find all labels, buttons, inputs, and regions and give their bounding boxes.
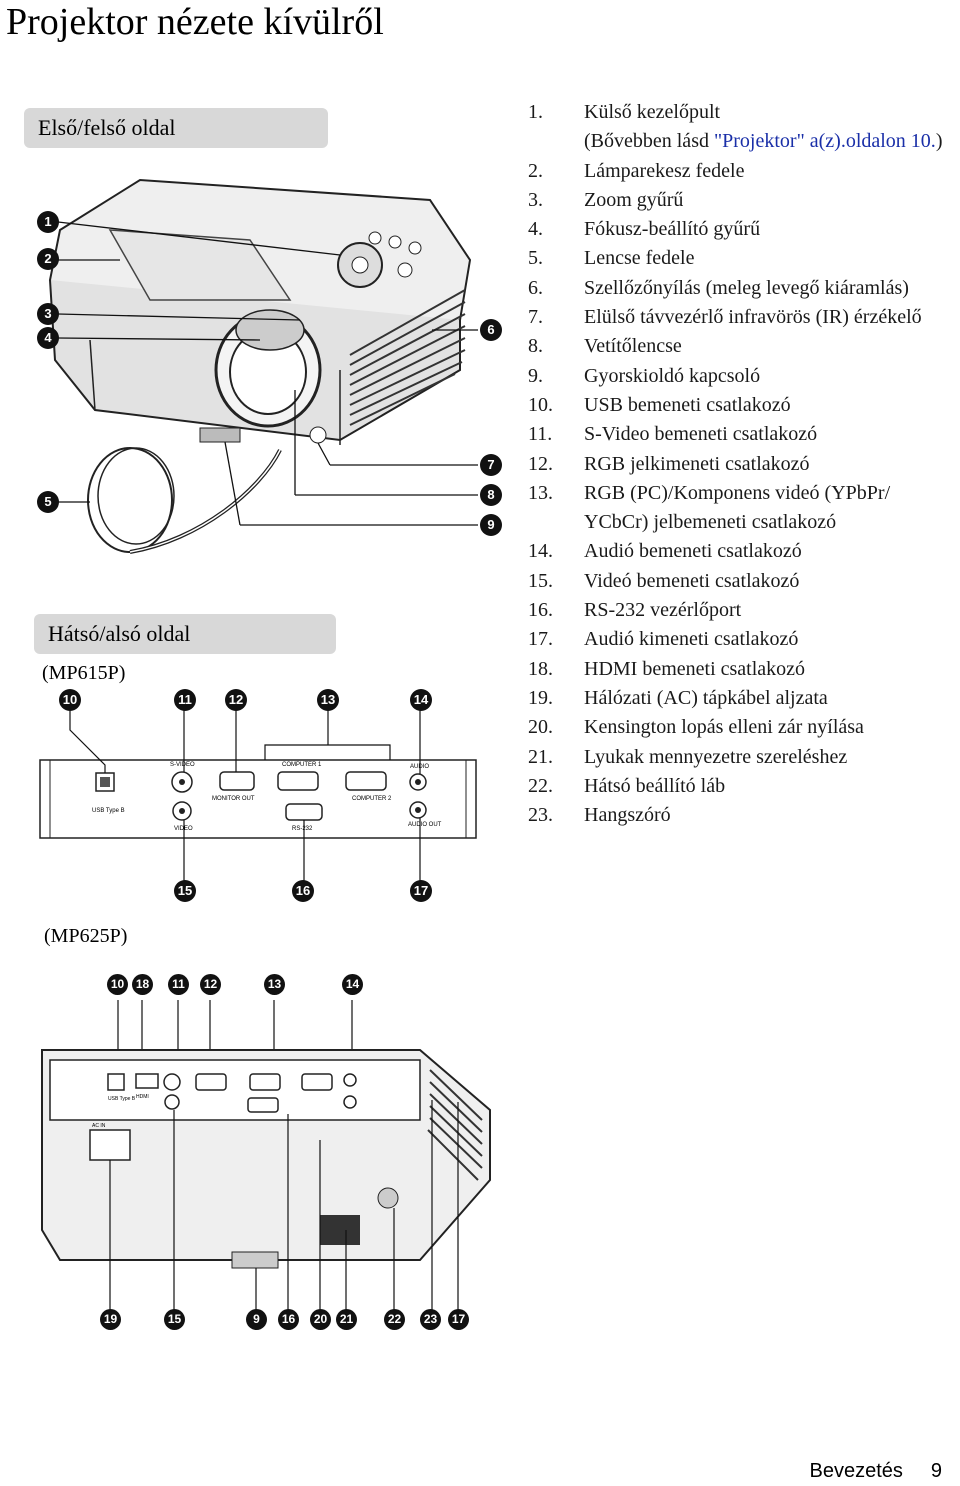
list-item: 2.Lámparekesz fedele <box>528 159 745 182</box>
model-mp625p: (MP625P) <box>44 925 128 947</box>
list-item: 10.USB bemeneti csatlakozó <box>528 393 791 416</box>
callout-2: 2 <box>37 248 59 270</box>
callout-17: 17 <box>410 880 432 902</box>
callout-5: 5 <box>37 491 59 513</box>
list-item: 18.HDMI bemeneti csatlakozó <box>528 657 806 680</box>
mp625p-rear-illustration: HDMI USB Type B AC IN <box>41 1000 491 1310</box>
callout-14: 14 <box>410 689 432 711</box>
list-item: 19.Hálózati (AC) tápkábel aljzata <box>528 686 828 709</box>
list-item: 13.RGB (PC)/Komponens videó (YPbPr/ YCbC… <box>528 481 891 534</box>
parts-list: 1.Külső kezelőpult (Bővebben lásd "Proje… <box>528 98 948 830</box>
hdmi-label: HDMI <box>136 1094 149 1100</box>
callout-10b: 10 <box>107 974 128 995</box>
model-mp615p: (MP615P) <box>42 662 126 684</box>
list-item: (Bővebben lásd "Projektor" a(z).oldalon … <box>584 130 943 153</box>
list-item: 11.S-Video bemeneti csatlakozó <box>528 423 818 446</box>
callout-16: 16 <box>292 880 314 902</box>
list-item: 8.Vetítőlencse <box>528 335 682 358</box>
callout-6: 6 <box>480 319 502 341</box>
callout-18: 18 <box>132 974 153 995</box>
callout-15: 15 <box>174 880 196 902</box>
callout-3: 3 <box>37 303 59 325</box>
front-projector-illustration <box>48 178 478 554</box>
front-section-heading: Első/felső oldal <box>24 108 328 148</box>
back-section-heading: Hátsó/alsó oldal <box>34 614 336 654</box>
list-item: 5.Lencse fedele <box>528 247 695 270</box>
monitor-out-label: MONITOR OUT <box>212 796 255 802</box>
list-item: 14.Audió bemeneti csatlakozó <box>528 540 802 563</box>
computer2-label: COMPUTER 2 <box>352 796 392 802</box>
callout-23: 23 <box>420 1309 441 1330</box>
callout-11b: 11 <box>168 974 189 995</box>
callout-20: 20 <box>310 1309 331 1330</box>
callout-12: 12 <box>225 689 247 711</box>
callout-10: 10 <box>59 689 81 711</box>
list-item: 4.Fókusz-beállító gyűrű <box>528 218 761 241</box>
callout-19: 19 <box>100 1309 121 1330</box>
callout-9b: 9 <box>246 1309 267 1330</box>
callout-21: 21 <box>336 1309 357 1330</box>
svideo-label: S-VIDEO <box>170 762 195 768</box>
callout-8: 8 <box>480 484 502 506</box>
callout-11: 11 <box>174 689 196 711</box>
callout-15b: 15 <box>164 1309 185 1330</box>
rs232-label: RS-232 <box>292 826 313 832</box>
mp615p-back-panel: USB Type B S-VIDEO VIDEO MONITOR OUT COM… <box>39 710 477 882</box>
footer-section: Bevezetés <box>809 1460 903 1482</box>
list-item: 16.RS-232 vezérlőport <box>528 599 742 622</box>
list-item: 20.Kensington lopás elleni zár nyílása <box>528 716 864 739</box>
page-reference-link[interactable]: "Projektor" a(z).oldalon 10. <box>713 130 936 153</box>
callout-9: 9 <box>480 514 502 536</box>
callout-7: 7 <box>480 454 502 476</box>
list-item: 7.Elülső távvezérlő infravörös (IR) érzé… <box>528 306 922 329</box>
callout-13b: 13 <box>264 974 285 995</box>
callout-4: 4 <box>37 327 59 349</box>
list-item: 9.Gyorskioldó kapcsoló <box>528 364 761 387</box>
computer1-label: COMPUTER 1 <box>282 762 322 768</box>
list-item: 3.Zoom gyűrű <box>528 188 684 211</box>
list-item: 22.Hátsó beállító láb <box>528 774 726 797</box>
callout-14b: 14 <box>342 974 363 995</box>
list-item: 6.Szellőzőnyílás (meleg levegő kiáramlás… <box>528 276 909 299</box>
callout-1: 1 <box>37 211 59 233</box>
list-item: 21.Lyukak mennyezetre szereléshez <box>528 745 848 768</box>
callout-16b: 16 <box>278 1309 299 1330</box>
audio-out-label: AUDIO OUT <box>408 822 442 828</box>
callout-12b: 12 <box>200 974 221 995</box>
list-item: 15.Videó bemeneti csatlakozó <box>528 569 800 592</box>
list-item: 12.RGB jelkimeneti csatlakozó <box>528 452 810 475</box>
callout-17b: 17 <box>448 1309 469 1330</box>
list-item: 17.Audió kimeneti csatlakozó <box>528 628 799 651</box>
list-item: 1.Külső kezelőpult <box>528 101 721 123</box>
page-footer: Bevezetés 9 <box>809 1460 942 1483</box>
page-title: Projektor nézete kívülről <box>6 1 384 43</box>
page-number: 9 <box>930 1460 942 1482</box>
usb-label-2: USB Type B <box>108 1096 136 1102</box>
callout-22: 22 <box>384 1309 405 1330</box>
callout-13: 13 <box>317 689 339 711</box>
ac-in-label: AC IN <box>92 1123 106 1129</box>
list-item: 23.Hangszóró <box>528 804 671 827</box>
usb-label: USB Type B <box>92 808 125 814</box>
